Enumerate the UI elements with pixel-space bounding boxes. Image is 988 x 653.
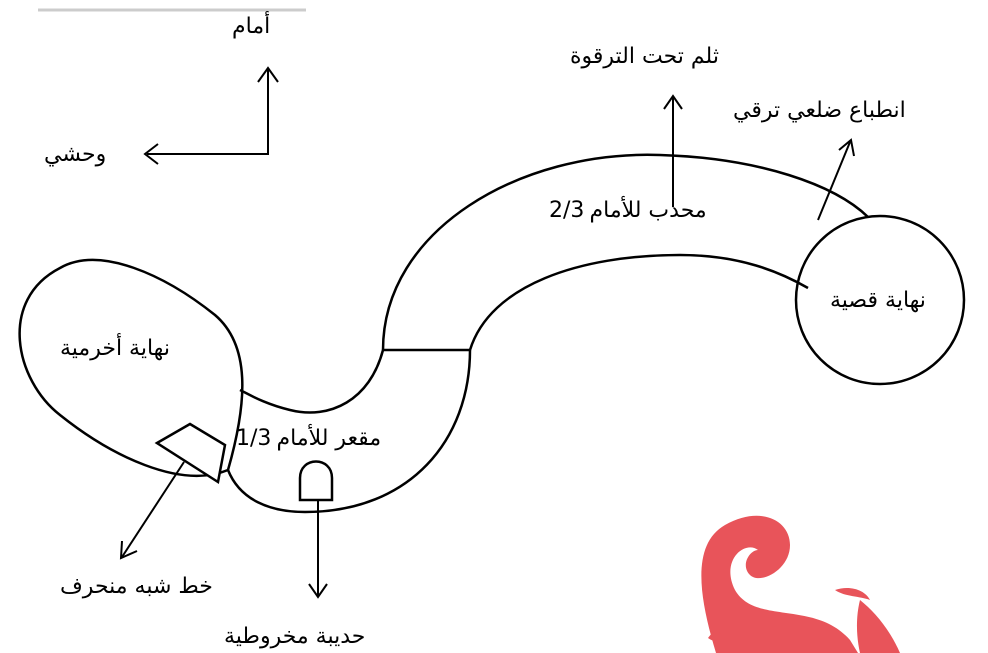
arrow-up-icon (257, 66, 279, 83)
arrow-up-right-icon (838, 138, 855, 157)
label-lateral: وحشي (44, 142, 107, 167)
red-accent-icon (856, 600, 900, 653)
arrow-left-icon (143, 143, 159, 165)
red-accent-icon (835, 588, 870, 600)
red-wave-icon (701, 515, 858, 653)
costoclavicular-pointer (817, 141, 851, 221)
label-conoid-tubercle: حديبة مخروطية (224, 624, 366, 649)
lateral-third-lower-edge (226, 349, 472, 514)
sternal-end-shape (794, 214, 966, 386)
label-acromial-end: نهاية أخرمية (60, 336, 170, 361)
orientation-arrows (143, 66, 279, 165)
label-subclavian-groove: ثلم تحت الترقوة (570, 44, 719, 69)
label-forward: أمام (232, 14, 271, 39)
red-accent-icon (708, 631, 722, 642)
orientation-arrow-path (147, 70, 269, 155)
label-trapezoid-line: خط شبه منحرف (60, 574, 213, 599)
shaft-upper-edge (381, 153, 869, 351)
conoid-tubercle-marker (298, 460, 334, 502)
arrow-down-icon (308, 583, 328, 599)
label-concave-forward-text: مقعر للأمام (276, 426, 382, 451)
label-convex-forward-fraction: 2/3 (549, 198, 585, 223)
label-convex-forward: محدب للأمام 2/3 (543, 200, 707, 222)
label-costoclavicular-impression: انطباع ضلعي ترقي (733, 98, 906, 123)
watermark-logo (701, 515, 900, 653)
shaft-lower-edge (468, 253, 809, 351)
clavicle-outline (18, 153, 966, 514)
arrow-down-left-icon (119, 540, 138, 560)
lateral-third-upper-edge (239, 349, 385, 414)
label-concave-forward-fraction: 1/3 (236, 426, 272, 451)
label-concave-forward: مقعر للأمام 1/3 (230, 428, 381, 450)
label-convex-forward-text: محدب للأمام (589, 198, 707, 223)
arrow-up-icon (663, 94, 683, 110)
trapezoid-line-pointer (121, 461, 185, 558)
trapezoid-line-marker (154, 422, 227, 485)
label-sternal-end: نهاية قصية (830, 288, 926, 313)
pointer-arrows (119, 94, 855, 599)
